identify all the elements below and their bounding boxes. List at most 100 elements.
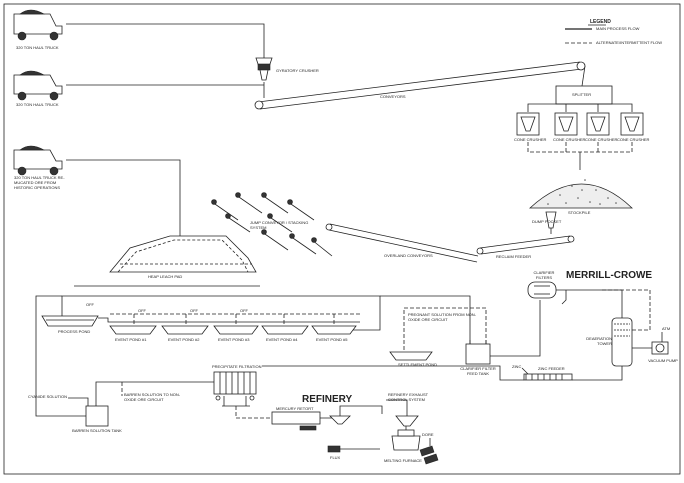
barren-solution-tank: BARREN SOLUTION TANK (72, 405, 122, 433)
jump-conveyor-label: JUMP CONVEYOR / STACKING SYSTEM (250, 220, 309, 230)
flow-feed-to-clarifier (490, 300, 541, 357)
zinc-feeder: ZINC ZINC FEEDER (512, 364, 573, 381)
dore-label: DORE (422, 432, 434, 437)
atm-label: ATM (662, 326, 670, 331)
haul-truck-1: 320 TON HAUL TRUCK (13, 9, 63, 50)
event-pond-3-label: EVENT POND #3 (218, 337, 250, 342)
barren-tank-label: BARREN SOLUTION TANK (72, 428, 122, 433)
off-label-1: OFF (86, 302, 95, 307)
main-conveyor: CONVEYORS (254, 61, 586, 110)
event-pond-2-label: EVENT POND #2 (168, 337, 200, 342)
truck-3-label: 320 TON HAUL TRUCK RE-MUCATED ORE FROM H… (14, 175, 65, 190)
heap-leach-label: HEAP LEACH PAD (148, 274, 182, 279)
stockpile: STOCKPILE (528, 179, 633, 215)
cone-crusher-3: CONE CRUSHER (585, 112, 618, 142)
mercury-retort: MERCURY RETORT (271, 406, 321, 431)
cone-crusher-2: CONE CRUSHER (553, 112, 586, 142)
dump-pocket: DUMP POCKET (532, 211, 562, 229)
deaeration-tower: DEAERATION TOWER (586, 317, 633, 367)
truck-1-label: 320 TON HAUL TRUCK (16, 45, 59, 50)
gyratory-crusher: GYRATORY CRUSHER (255, 57, 319, 81)
flow-to-splitter (581, 65, 586, 87)
off-label-2: OFF (138, 308, 147, 313)
legend: LEGEND MAIN PROCESS FLOW ALTERNATE/INTER… (565, 19, 662, 45)
conveyors-label: CONVEYORS (380, 94, 406, 99)
merrill-crowe-title: MERRILL-CROWE (566, 270, 652, 281)
pregnant-solution-line (403, 307, 487, 356)
flow-truck3-to-heap (66, 159, 181, 238)
pregnant-solution-label: PREGNANT SOLUTION FROM NON-OXIDE ORE CIR… (408, 312, 476, 322)
event-pond-5-label: EVENT POND #5 (316, 337, 348, 342)
process-pond-label: PROCESS POND (58, 329, 90, 334)
zinc-label: ZINC (512, 364, 521, 369)
flow-to-precipitate (262, 365, 524, 381)
heap-leach-pad: HEAP LEACH PAD (109, 235, 257, 279)
process-pond: PROCESS POND (41, 315, 99, 334)
overland-conveyor: OVERLAND CONVEYORS (325, 223, 479, 263)
stockpile-label: STOCKPILE (568, 210, 591, 215)
melting-furnace-label: MELTING FURNACE (384, 458, 422, 463)
settlement-pond: SETTLEMENT POND (389, 351, 437, 367)
mercury-retort-label: MERCURY RETORT (276, 406, 314, 411)
event-pond-2: EVENT POND #2 (161, 325, 209, 342)
cone-crusher-3-label: CONE CRUSHER (585, 137, 618, 142)
flux: FLUX (327, 445, 341, 460)
vacuum-pump: ATM VACUUM PUMP (648, 326, 678, 363)
legend-title: LEGEND (590, 19, 611, 25)
reclaim-feeder-label: RECLAIM FEEDER (496, 254, 531, 259)
event-pond-5: EVENT POND #5 (311, 325, 357, 342)
flow-barren-return (130, 295, 381, 331)
splitter-label: SPLITTER (572, 92, 591, 97)
event-pond-4: EVENT POND #4 (261, 325, 309, 342)
reclaim-feeder: RECLAIM FEEDER (476, 235, 575, 259)
cone-crusher-1-label: CONE CRUSHER (514, 137, 547, 142)
event-pond-4-label: EVENT POND #4 (266, 337, 298, 342)
precipitate-label: PRECIPITATE FILTRATION (212, 364, 262, 369)
splitter: SPLITTER (555, 85, 613, 105)
truck-2-label: 320 TON HAUL TRUCK (16, 102, 59, 107)
deaeration-label: DEAERATION TOWER (586, 336, 612, 346)
flow-cyanide (68, 397, 89, 406)
cone-crusher-2-label: CONE CRUSHER (553, 137, 586, 142)
clarifier-feed-tank: CLARIFIER FILTER FEED TANK (460, 340, 496, 376)
retort-hood (329, 415, 351, 425)
event-pond-1: EVENT POND #1 (109, 325, 157, 342)
diagram-border (3, 3, 681, 475)
cone-crusher-4-label: CONE CRUSHER (617, 137, 650, 142)
refinery-exhaust-label: REFINERY EXHAUST CONTROL SYSTEM (388, 392, 429, 402)
crusher-collect (527, 142, 633, 153)
flow-heap-to-process-pond (61, 295, 130, 318)
haul-truck-3: 320 TON HAUL TRUCK RE-MUCATED ORE FROM H… (13, 145, 65, 190)
cyanide-label: CYANIDE SOLUTION (28, 394, 67, 399)
event-pond-header (98, 317, 360, 323)
vacuum-pump-label: VACUUM PUMP (648, 358, 678, 363)
gyratory-label: GYRATORY CRUSHER (276, 68, 319, 73)
dore: DORE (419, 432, 439, 465)
cone-crusher-1: CONE CRUSHER (514, 112, 547, 142)
zinc-feeder-label: ZINC FEEDER (538, 366, 565, 371)
barren-nonoxide-label: BARREN SOLUTION TO NON-OXIDE ORE CIRCUIT (124, 392, 181, 402)
cone-crusher-4: CONE CRUSHER (617, 112, 650, 142)
flow-truck1-to-crusher (66, 23, 265, 58)
legend-main-label: MAIN PROCESS FLOW (596, 26, 640, 31)
jump-conveyor-system: JUMP CONVEYOR / STACKING SYSTEM (211, 192, 333, 257)
off-label-4: OFF (240, 308, 249, 313)
clarifier-filters-label: CLARIFIER FILTERS (533, 270, 555, 280)
legend-alt-label: ALTERNATE/INTERMITTENT FLOW (596, 40, 662, 45)
clarifier-filters: CLARIFIER FILTERS (527, 270, 557, 299)
off-label-3: OFF (190, 308, 199, 313)
flux-label: FLUX (330, 455, 341, 460)
precipitate-filtration: PRECIPITATE FILTRATION (212, 364, 262, 407)
flow-barren-to-heap (35, 295, 86, 417)
dump-pocket-label: DUMP POCKET (532, 219, 562, 224)
flow-barren-from-filtration (95, 381, 214, 406)
refinery-title: REFINERY (302, 394, 353, 405)
overland-label: OVERLAND CONVEYORS (384, 253, 433, 258)
event-pond-3: EVENT POND #3 (213, 325, 259, 342)
haul-truck-2: 320 TON HAUL TRUCK (13, 70, 63, 107)
clarifier-feed-label: CLARIFIER FILTER FEED TANK (460, 366, 496, 376)
settlement-pond-label: SETTLEMENT POND (398, 362, 437, 367)
splitter-header (527, 103, 633, 112)
